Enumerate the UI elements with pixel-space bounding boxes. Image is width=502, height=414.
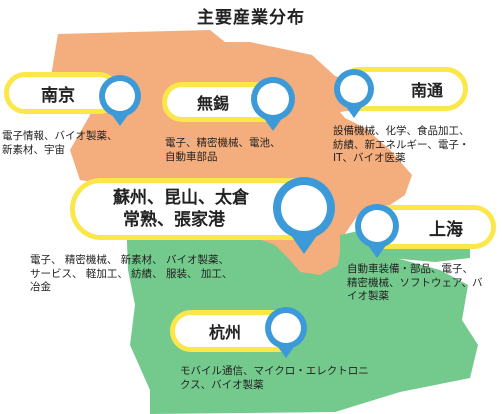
location-pin-icon-hangzhou xyxy=(265,307,307,358)
industries-nanjing: 電子情報、バイオ製薬、 新素材、宇宙 xyxy=(2,130,118,156)
page-title: 主要産業分布 xyxy=(197,8,305,28)
city-name-hangzhou: 杭州 xyxy=(209,323,242,342)
industries-suzhou-group: 電子、 精密機械、 新素材、 バイオ製薬、 サービス、 軽加工、 紡績、 服装、… xyxy=(30,254,233,293)
city-name-suzhou-line2: 常熟、張家港 xyxy=(123,210,225,230)
location-pin-icon-wuxi xyxy=(251,77,295,131)
city-name-shanghai: 上海 xyxy=(429,219,463,240)
location-pin-icon-nantong xyxy=(334,69,374,118)
city-name-wuxi: 無錫 xyxy=(197,94,230,113)
location-pin-icon-suzhou xyxy=(273,177,335,254)
industries-nantong: 設備機械、化学、食品加工、 紡績、新エネルギー、電子・ IT、バイオ医薬 xyxy=(333,125,470,164)
location-pin-icon-nanjing xyxy=(99,75,141,126)
city-name-suzhou-line1: 蘇州、昆山、太倉 xyxy=(113,188,249,208)
location-pin-icon-shanghai xyxy=(355,204,399,258)
city-name-nanjing: 南京 xyxy=(41,85,75,106)
city-name-nantong: 南通 xyxy=(411,81,444,100)
industries-shanghai: 自動車装備・部品、電子、 精密機械、ソフトウェア、バ イオ製薬 xyxy=(347,263,483,302)
industries-hangzhou: モバイル通信、マイクロ・エレクトロニ クス、バイオ製薬 xyxy=(180,365,369,391)
industries-wuxi: 電子、精密機械、電池、 自動車部品 xyxy=(165,137,281,163)
